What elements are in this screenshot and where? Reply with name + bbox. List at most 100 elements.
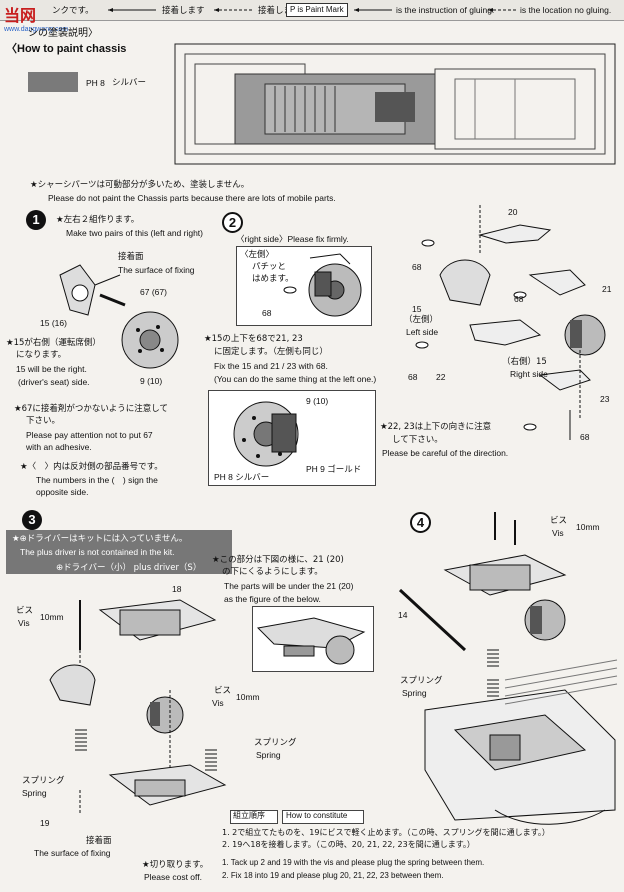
- part-68a-label: 68: [412, 262, 422, 272]
- careful-jp1: ★22, 23は上下の向きに注意: [380, 422, 492, 432]
- paint-name: シルバー: [112, 78, 147, 88]
- step3-vis-en: Vis: [18, 618, 30, 628]
- construct-line2-en: 2. Fix 18 into 19 and please plug 20, 21…: [222, 871, 444, 880]
- chassis-note-jp: ★シャーシパーツは可動部分が多いため、塗装しません。: [30, 180, 250, 190]
- construct-label-jp-box: [230, 810, 278, 824]
- driver-note-jp: ★⊕ドライバーはキットには入っていません。: [12, 534, 188, 544]
- part-22-label: 22: [436, 372, 446, 382]
- step1-adhesive-jp2: 下さい。: [26, 416, 61, 426]
- paint-arrow-icon: [354, 8, 392, 12]
- step-2-number: 2: [222, 212, 243, 233]
- legend-noglue-label: 接着しません: [258, 5, 309, 15]
- step1-adhesive-en1: Please pay attention not to put 67: [26, 430, 153, 440]
- step3-vis2-jp: ビス: [214, 686, 232, 696]
- step3-cut-en: Please cost off.: [144, 872, 202, 882]
- step1-numbers-jp: ★〈 〉内は反対側の部品番号です。: [20, 462, 163, 472]
- step3-cut-jp: ★切り取ります。: [142, 860, 209, 870]
- watermark-url: www.dangwang.com: [4, 26, 69, 33]
- step3-spring-jp: スプリング: [254, 738, 297, 748]
- construct-label-jp: 組立順序: [233, 811, 265, 820]
- right-side-jp: （右側）15: [502, 357, 547, 367]
- step1-right-en2: (driver's seat) side.: [18, 377, 90, 387]
- legend-bar: 当网 www.dangwang.com ンクです。 接着します 接着しません P…: [0, 0, 624, 33]
- watermark-logo: 当网 www.dangwang.com: [4, 2, 68, 33]
- step4-assembly-diagram: [398, 512, 618, 825]
- step3-detail-diagram: [256, 617, 366, 665]
- step4-vis-en: Vis: [552, 528, 564, 538]
- step2-paint-gold: PH 9 ゴールド: [306, 464, 362, 474]
- step1-adhesive-jp1: ★67に接着剤がつかないように注意して: [14, 404, 169, 414]
- step1-part-15: 15 (16): [40, 318, 67, 328]
- step1-numbers-en2: opposite side.: [36, 487, 89, 497]
- step-1-number: 1: [26, 210, 46, 230]
- step2-paint-silver: PH 8 シルバー: [214, 472, 270, 482]
- suspension-arms-diagram: [415, 205, 606, 440]
- step2-right-side: 〈right side〉Please fix firmly.: [236, 234, 349, 244]
- step1-part-9: 9 (10): [140, 376, 163, 386]
- step-3-number: 3: [22, 510, 42, 530]
- legend-glue-here: ンクです。: [52, 5, 94, 15]
- step3-vis-jp: ビス: [16, 606, 34, 616]
- paint-code: PH 8: [86, 78, 105, 88]
- paint-swatch: [28, 72, 78, 92]
- construct-line2-jp: 2. 19へ18を接着します。（この時、20, 21, 22, 23を間に通しま…: [222, 840, 475, 849]
- step1-upright-disc-diagram: [59, 264, 179, 369]
- step3-spring2-jp: スプリング: [22, 776, 65, 786]
- step2-painted-disc-diagram: [233, 401, 299, 467]
- step1-part-67: 67 (67): [140, 287, 167, 297]
- part-21-label: 21: [602, 284, 612, 294]
- step2-snap-disc-diagram: [283, 253, 362, 317]
- step1-right-jp1: ★15が右側（運転席側）: [6, 338, 101, 348]
- step2-part-68: 68: [262, 308, 272, 318]
- glue-arrow-icon: [108, 8, 156, 12]
- noglue-arrow2-icon: [488, 8, 516, 12]
- step3-under-en2: as the figure of the below.: [224, 594, 321, 604]
- step2-fix-jp1: ★15の上下を68で21, 23: [204, 334, 303, 344]
- step3-under-jp2: の下にくるようにします。: [222, 567, 323, 577]
- step1-make-en: Make two pairs of this (left and right): [66, 228, 204, 238]
- part-15a-label: 15: [412, 304, 422, 314]
- step3-spring2-en: Spring: [22, 788, 47, 798]
- step2-snap-jp1: パチッと: [252, 262, 287, 272]
- step-4-number: 4: [410, 512, 431, 533]
- legend-location-noglue: is the location no gluing.: [520, 5, 612, 15]
- step3-under-jp1: ★この部分は下図の様に、21 (20): [212, 555, 344, 565]
- step4-vis-size: 10mm: [576, 522, 600, 532]
- step3-part-18: 18: [172, 584, 182, 594]
- part-68d-label: 68: [580, 432, 590, 442]
- driver-note-en: The plus driver is not contained in the …: [20, 547, 175, 557]
- construct-label-en: How to constitute: [286, 811, 348, 820]
- step4-spring-jp: スプリング: [400, 676, 443, 686]
- construct-line1-jp: 1. 2で組立てたものを、19にビスで軽く止めます。（この時、スプリングを間に通…: [222, 828, 550, 837]
- step3-spring-en: Spring: [256, 750, 281, 760]
- driver-size-note: ⊕ドライバー（小） plus driver（S）: [56, 563, 202, 573]
- part-68c-label: 68: [408, 372, 418, 382]
- chassis-note-en: Please do not paint the Chassis parts be…: [48, 193, 336, 203]
- step2-fix-en1: Fix the 15 and 21 / 23 with 68.: [214, 361, 328, 371]
- step4-spring-en: Spring: [402, 688, 427, 698]
- step1-right-en1: 15 will be the right.: [16, 364, 87, 374]
- step2-fix-en2: (You can do the same thing at the left o…: [214, 374, 377, 384]
- paint-mark-box: P is Paint Mark: [286, 3, 348, 17]
- step4-vis-jp: ビス: [550, 516, 568, 526]
- step4-part-14: 14: [398, 610, 408, 620]
- left-side-jp: （左側）: [404, 315, 439, 325]
- careful-en: Please be careful of the direction.: [382, 448, 509, 458]
- step3-exploded-chassis-diagram: [49, 599, 227, 815]
- step3-vis2-en: Vis: [212, 698, 224, 708]
- careful-jp2: して下さい。: [392, 435, 443, 445]
- step2-left-jp: 〈左側〉: [240, 250, 275, 260]
- legend-instruction-glue: is the instruction of gluing.: [396, 5, 495, 15]
- construct-label-en-box: [282, 810, 364, 824]
- part-23-label: 23: [600, 394, 610, 404]
- chassis-top-view-diagram: [174, 43, 616, 165]
- watermark-brand: 当网: [4, 8, 37, 25]
- step2-part-9: 9 (10): [306, 396, 329, 406]
- part-68b-label: 68: [514, 294, 524, 304]
- step1-fix-surface-en: The surface of fixing: [118, 265, 195, 275]
- step2-fix-jp2: に固定します。（左側も同じ）: [214, 347, 328, 357]
- right-side-en: Right side: [510, 369, 548, 379]
- step2-snap-jp2: はめます。: [252, 274, 294, 284]
- step3-vis-size: 10mm: [40, 612, 64, 622]
- step1-fix-surface-jp: 接着面: [118, 252, 144, 262]
